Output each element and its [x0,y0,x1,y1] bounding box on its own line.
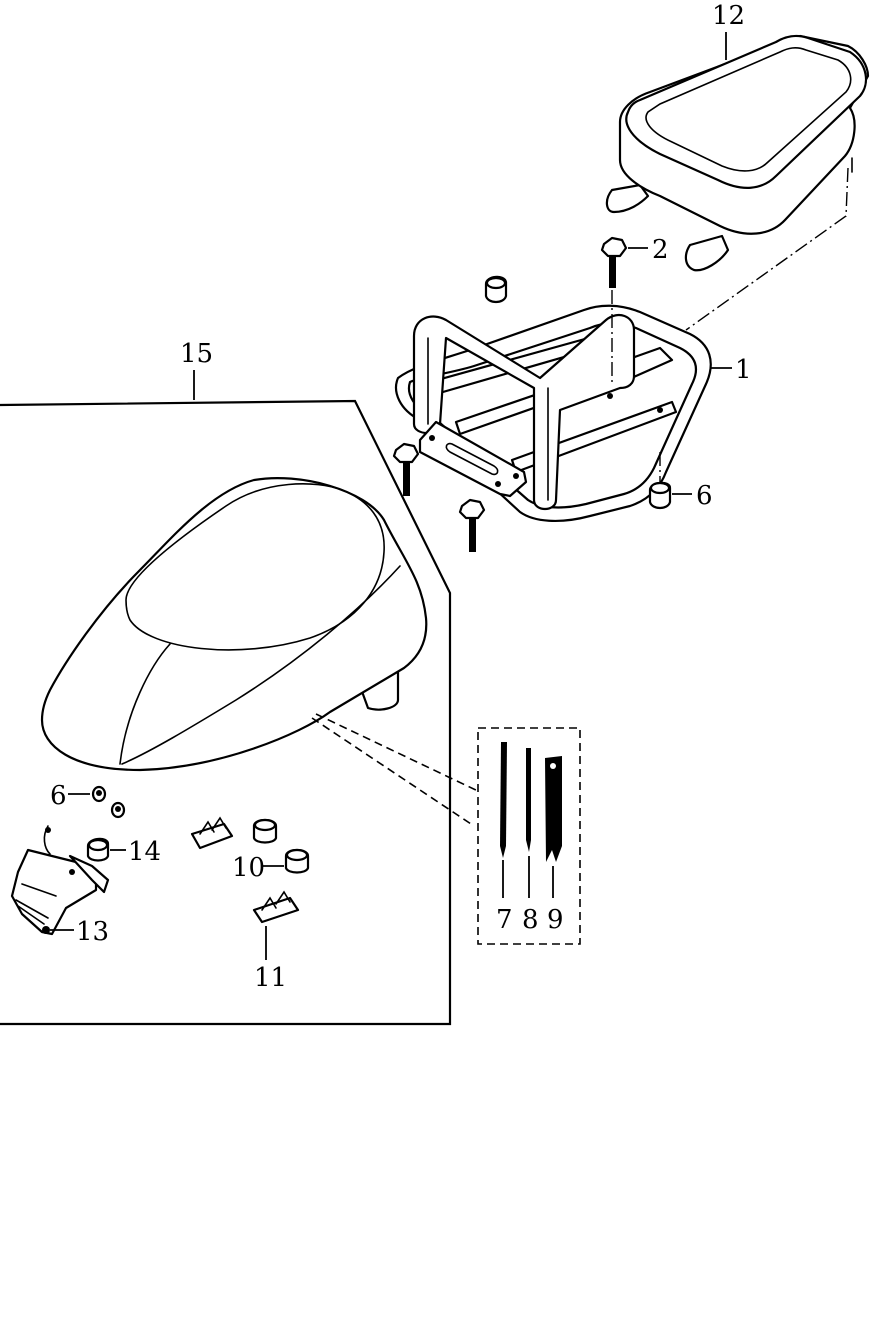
bolt-part-2 [600,236,628,288]
seat-latch [10,825,110,936]
tool-kit-leader-lower [311,717,475,827]
callout-1: 1 [735,355,752,385]
clip-part-11 [252,890,300,924]
rack-bolt-left [392,442,420,496]
seat [40,477,428,772]
bumper-upper [252,818,278,844]
rack-bolt-center [458,498,486,552]
align-line-backrest [685,167,849,331]
tool-8 [526,748,531,852]
callout-6-left: 6 [50,781,67,811]
callout-7: 7 [496,905,513,935]
nut-part-6-right [648,481,672,510]
seat-assembly-frame [0,399,452,1026]
small-nut [110,801,126,819]
callout-12: 12 [712,1,745,31]
tool-kit-box [477,727,581,945]
tool-kit-leader-upper [315,713,481,793]
nut-upper [484,275,508,304]
nut-part-6-left [91,785,107,803]
callout-14: 14 [128,837,161,867]
tool-9 [545,756,562,862]
callout-9: 9 [547,905,564,935]
tool-7 [500,742,507,858]
callout-2: 2 [652,235,669,265]
callout-15: 15 [180,339,213,369]
backrest-pad [605,34,870,272]
clip-upper [190,816,234,850]
callout-8: 8 [522,905,539,935]
rear-carrier-rack [394,304,712,523]
callout-13: 13 [76,917,109,947]
callout-11: 11 [254,963,287,993]
callout-10: 10 [232,853,265,883]
callout-6-right: 6 [696,481,713,511]
bumper-part-10 [284,848,310,874]
bumper-part-14 [86,837,110,862]
